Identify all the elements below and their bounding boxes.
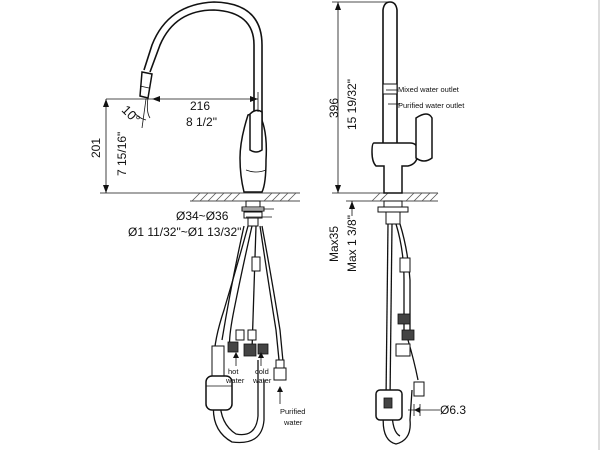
max-mm-label: Max35 xyxy=(327,226,341,262)
reach-in-label: 8 1/2" xyxy=(186,115,217,129)
front-view: 216 8 1/2" 10° 201 7 15/16" Ø34~Ø36 Ø1 1… xyxy=(89,1,305,444)
fittings-front xyxy=(227,256,287,381)
hose-diameter-dimension xyxy=(408,404,440,416)
height-dimension-side xyxy=(332,1,390,193)
hose-diameter-label: Ø6.3 xyxy=(440,403,466,417)
supply-arrows-front xyxy=(233,352,283,404)
hole-in-label: Ø1 11/32"~Ø1 13/32" xyxy=(128,225,241,239)
spout-front xyxy=(149,9,255,182)
purified-outlet-label: Purified water outlet xyxy=(398,101,465,110)
hot-water-label-2: water xyxy=(225,376,245,385)
handle-side xyxy=(415,113,433,162)
filter-cartridge-front xyxy=(205,345,233,411)
side-view: 396 15 19/32" Mixed water outlet Purifie… xyxy=(327,1,466,445)
height-dimension-front xyxy=(100,99,190,194)
faucet-body-side xyxy=(371,142,419,194)
reach-dimension xyxy=(106,92,259,112)
max-thickness-dimension xyxy=(346,200,370,216)
height-in-label-front: 7 15/16" xyxy=(115,132,129,176)
hole-dimension xyxy=(242,208,274,218)
purified-water-label-1: Purified xyxy=(280,407,305,416)
angle-label: 10° xyxy=(119,102,144,127)
counter-top-front xyxy=(190,192,300,202)
filter-cartridge-side xyxy=(375,389,403,421)
hoses-side xyxy=(382,223,419,445)
height-in-label-side: 15 19/32" xyxy=(345,79,359,130)
spray-head-front xyxy=(139,71,153,99)
hot-water-label-1: hot xyxy=(228,367,239,376)
angle-indicator xyxy=(133,98,147,129)
reach-mm-label: 216 xyxy=(190,99,210,113)
mixed-outlet-label: Mixed water outlet xyxy=(398,85,460,94)
counter-top-side xyxy=(332,192,439,202)
max-in-label: Max 1 3/8" xyxy=(345,215,359,272)
height-mm-label-side: 396 xyxy=(327,98,341,118)
purified-water-label-2: water xyxy=(283,418,303,427)
mounting-shank-front xyxy=(241,200,265,227)
cold-water-label-2: water xyxy=(252,376,272,385)
height-mm-label-front: 201 xyxy=(89,138,103,158)
mounting-shank-side xyxy=(377,200,409,225)
cold-water-label-1: cold xyxy=(255,367,269,376)
hole-mm-label: Ø34~Ø36 xyxy=(176,209,229,223)
handle-front xyxy=(249,109,263,153)
spout-side xyxy=(382,1,398,145)
fittings-side xyxy=(395,257,425,397)
